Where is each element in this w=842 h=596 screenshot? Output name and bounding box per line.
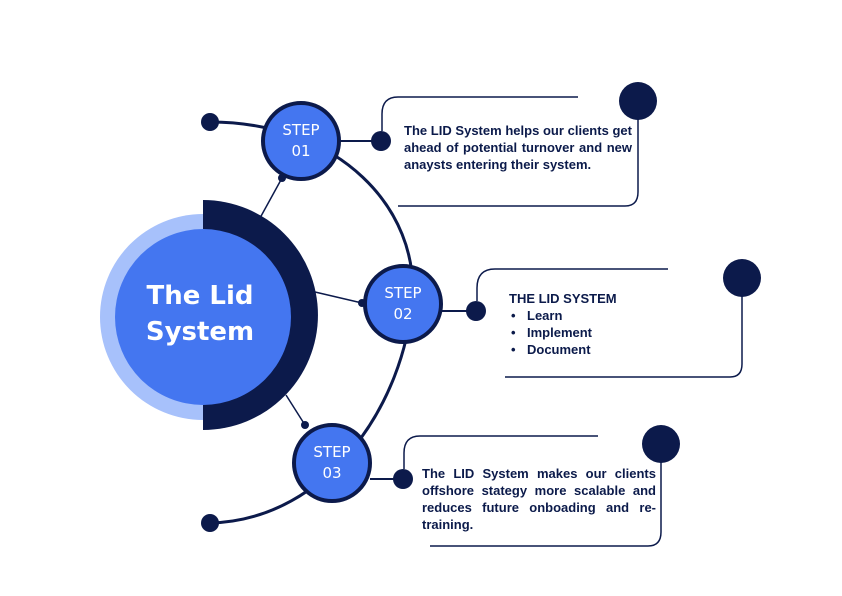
step1-connector-dot bbox=[371, 131, 391, 151]
step-label-2: STEP 02 bbox=[363, 283, 443, 325]
step2-title: THE LID SYSTEM bbox=[509, 291, 617, 306]
step-label-2-num: 02 bbox=[393, 305, 413, 323]
step-label-3: STEP 03 bbox=[292, 442, 372, 484]
arc-end-dot-top bbox=[201, 113, 219, 131]
arc-end-dot-bottom bbox=[201, 514, 219, 532]
step2-list-item: Document bbox=[509, 341, 709, 358]
step-label-3-num: 03 bbox=[322, 464, 342, 482]
step-label-1: STEP 01 bbox=[261, 120, 341, 162]
step1-description: The LID System helps our clients get ahe… bbox=[404, 123, 632, 172]
card3-frame bbox=[403, 435, 662, 547]
spoke-dot-3 bbox=[301, 421, 309, 429]
step-label-1-top: STEP bbox=[282, 121, 320, 139]
center-title: The Lid System bbox=[120, 278, 280, 350]
card3-corner-dot bbox=[642, 425, 680, 463]
step3-connector-dot bbox=[393, 469, 413, 489]
card1-frame bbox=[381, 96, 639, 207]
card1-corner-dot bbox=[619, 82, 657, 120]
card2-frame bbox=[476, 268, 743, 378]
step3-description: The LID System makes our clients offshor… bbox=[422, 466, 656, 532]
center-title-line1: The Lid bbox=[146, 281, 254, 311]
step2-list-item: Implement bbox=[509, 324, 709, 341]
step-circle-2 bbox=[363, 264, 443, 344]
step-label-2-top: STEP bbox=[384, 284, 422, 302]
step-label-3-top: STEP bbox=[313, 443, 351, 461]
step2-list-item: Learn bbox=[509, 307, 709, 324]
step2-list: Learn Implement Document bbox=[509, 307, 709, 358]
spoke-line-2 bbox=[314, 291, 363, 304]
center-title-line2: System bbox=[145, 317, 255, 347]
step2-connector-dot bbox=[466, 301, 486, 321]
step-label-1-num: 01 bbox=[291, 142, 311, 160]
spoke-line-3 bbox=[285, 394, 306, 426]
card2-corner-dot bbox=[723, 259, 761, 297]
spoke-line-1 bbox=[259, 177, 283, 219]
center-circle bbox=[115, 229, 291, 405]
step-circle-3 bbox=[292, 423, 372, 503]
